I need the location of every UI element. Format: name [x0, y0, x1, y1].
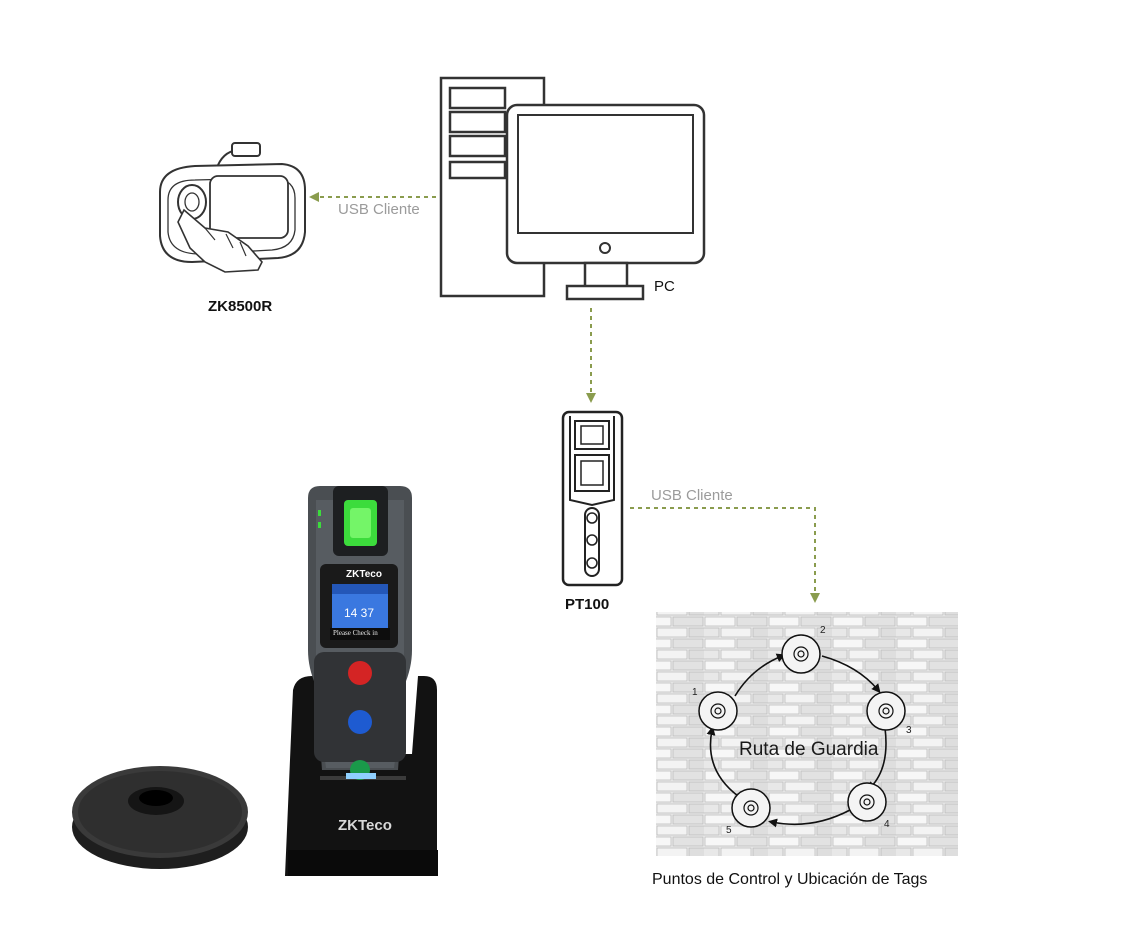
handheld-device-photo [308, 486, 412, 780]
checkpoint-number-3: 3 [906, 725, 912, 736]
device-brand-logo: ZKTeco [346, 569, 382, 580]
rfid-tag-disc-icon [72, 766, 248, 869]
reader-label: ZK8500R [208, 298, 273, 315]
tag-checkpoint-4 [847, 782, 887, 822]
tag-checkpoint-3 [866, 691, 906, 731]
pt100-device-icon [561, 410, 624, 587]
usb-label-reader: USB Cliente [338, 201, 420, 218]
checkpoint-number-5: 5 [726, 825, 732, 836]
device-screen-clock: 14 37 [344, 606, 375, 620]
checkpoint-number-4: 4 [884, 819, 890, 830]
tag-checkpoint-5 [731, 788, 771, 828]
checkpoint-number-1: 1 [692, 687, 698, 698]
usb-label-pt100: USB Cliente [651, 487, 733, 504]
pc-label: PC [654, 278, 675, 295]
zk8500r-reader-icon [159, 142, 306, 273]
route-arrows [706, 653, 887, 828]
tag-checkpoint-1 [698, 691, 738, 731]
pc-monitor-icon [505, 103, 706, 301]
route-panel [656, 612, 958, 856]
route-caption: Puntos de Control y Ubicación de Tags [652, 871, 928, 888]
device-screen-prompt: Please Check in [333, 629, 378, 637]
cradle-brand-logo: ZKTeco [338, 817, 392, 834]
route-label: Ruta de Guardia [739, 739, 879, 760]
usb-connector-pt100-route [630, 507, 820, 603]
tag-checkpoint-2 [781, 634, 821, 674]
checkpoint-number-2: 2 [820, 625, 826, 636]
pt100-label: PT100 [565, 596, 610, 613]
